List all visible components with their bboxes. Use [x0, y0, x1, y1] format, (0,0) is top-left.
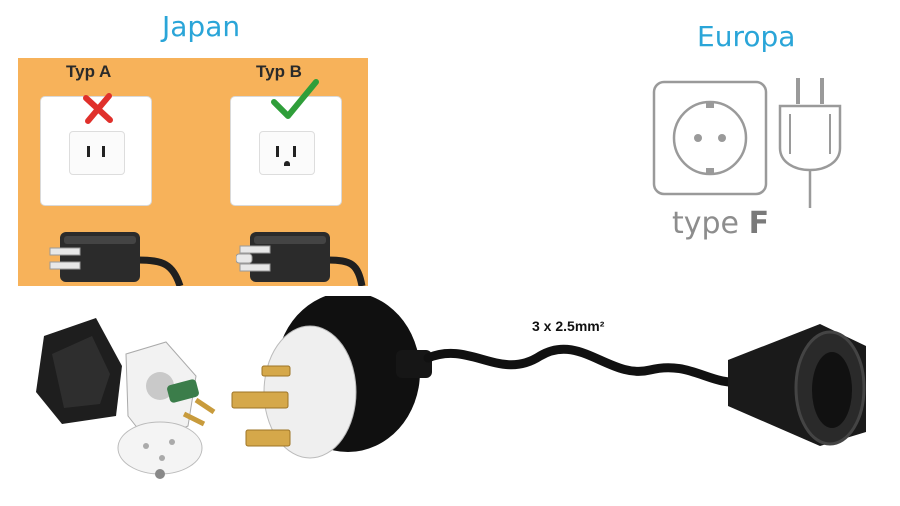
- japan-title: Japan: [162, 10, 241, 43]
- type-a-plug-icon: [49, 232, 184, 286]
- type-a-label: Typ A: [66, 62, 112, 81]
- schuko-socket: [728, 324, 866, 446]
- type-f-label: type F: [672, 206, 769, 241]
- japan-plug-panel: Typ A Typ B: [18, 58, 368, 286]
- type-f-socket-icon: [652, 78, 842, 208]
- adapter-cable-photo: [36, 296, 866, 479]
- europa-title: Europa: [697, 20, 796, 53]
- us-plug: [231, 296, 432, 459]
- type-prefix: type: [672, 206, 740, 241]
- type-a-outlet: [40, 96, 152, 206]
- type-letter: F: [748, 206, 770, 241]
- disassembled-plug: [36, 318, 216, 479]
- cable-spec-label: 3 x 2.5mm²: [532, 318, 605, 334]
- type-b-label: Typ B: [256, 62, 302, 81]
- type-b-plug-icon: [236, 232, 366, 286]
- type-b-outlet: [230, 96, 342, 206]
- cross-icon: [83, 93, 113, 124]
- check-icon: [271, 79, 319, 119]
